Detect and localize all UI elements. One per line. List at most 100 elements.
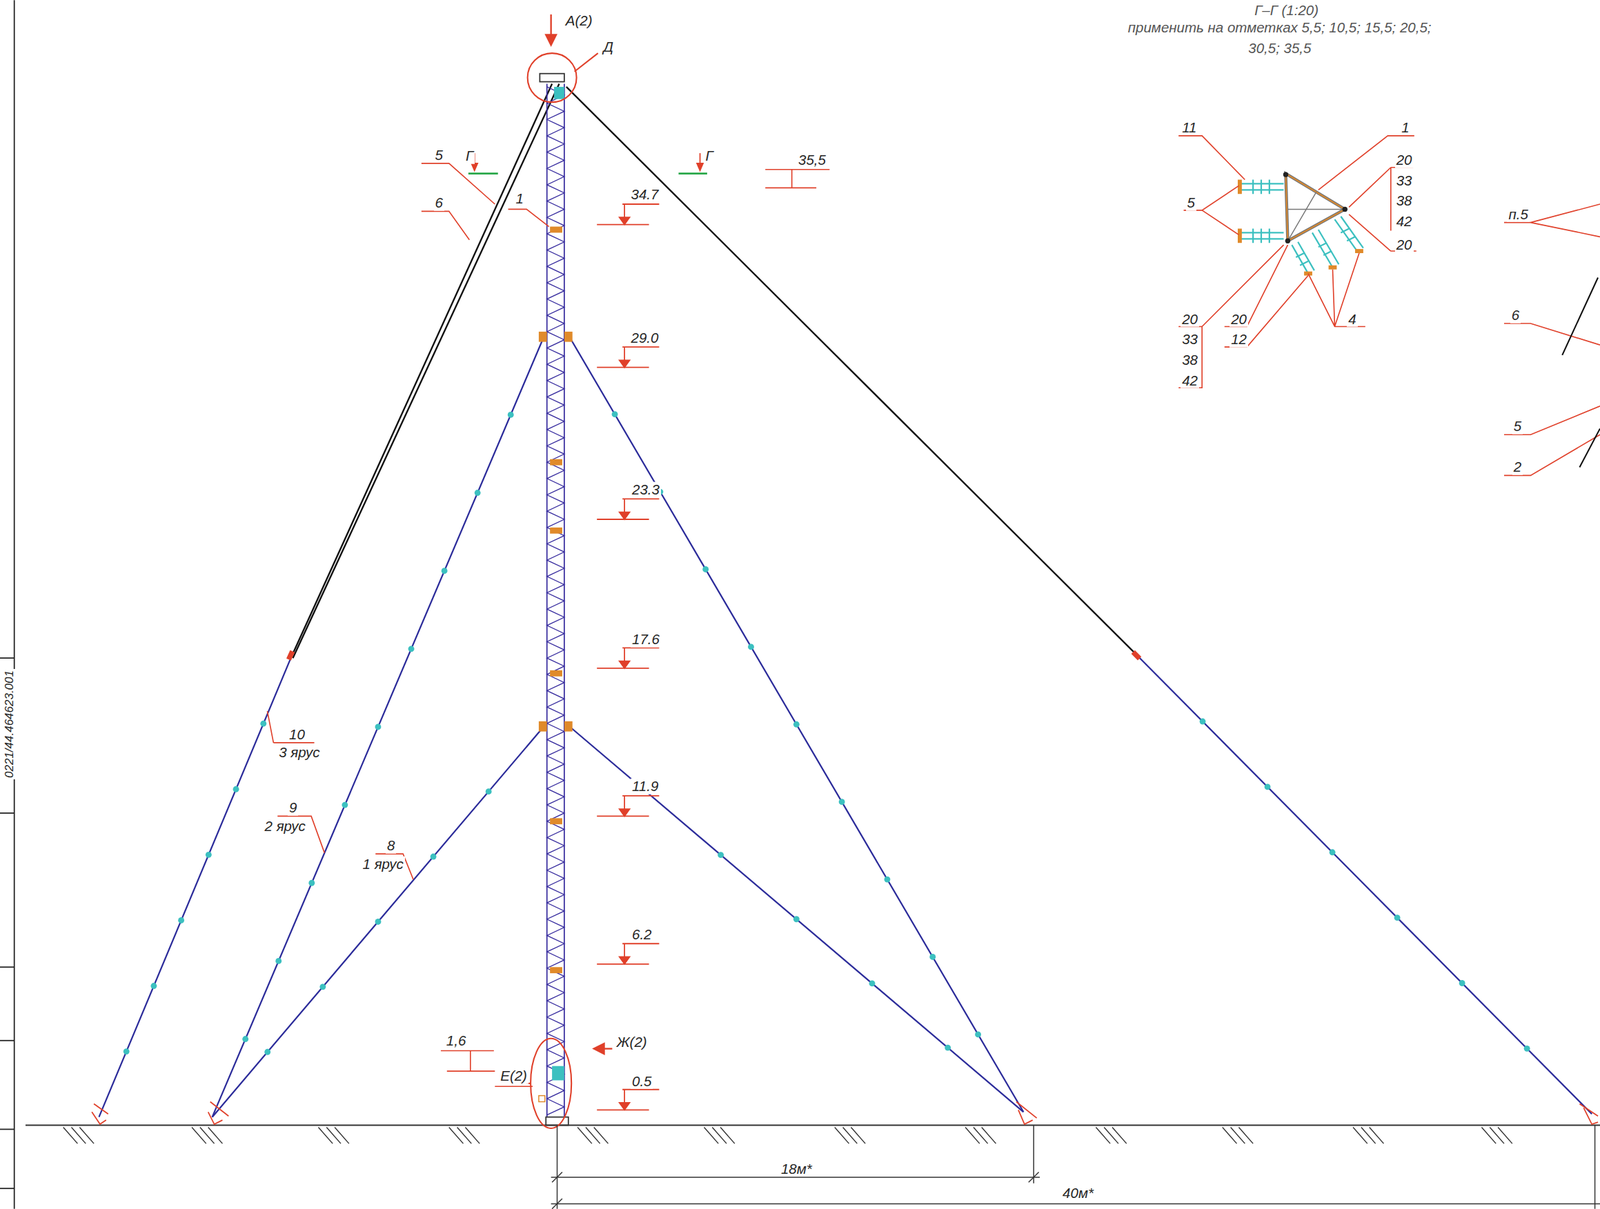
hatch-line	[457, 1127, 472, 1144]
hatch-line	[326, 1127, 341, 1144]
level-mark	[596, 498, 659, 520]
hatch-line	[208, 1127, 223, 1144]
label: 0221/44.464623.001	[2, 669, 16, 780]
section-marks	[468, 172, 708, 175]
guy-dot	[507, 411, 515, 419]
hatch-line	[1238, 1127, 1253, 1144]
label: 4	[1346, 311, 1358, 328]
hatch-line	[318, 1127, 333, 1144]
hatch-line	[843, 1127, 858, 1144]
label: 5	[433, 147, 445, 164]
label: 6	[433, 195, 445, 212]
hatch-line	[63, 1127, 78, 1144]
hatch-line	[1489, 1127, 1505, 1144]
guy-dot	[793, 916, 800, 923]
hatch-line	[973, 1127, 989, 1144]
hatch-line	[577, 1127, 592, 1144]
hatch-line	[585, 1127, 601, 1144]
level-arrow	[619, 661, 630, 669]
label: 18м*	[779, 1161, 814, 1178]
label: 40м*	[1061, 1186, 1095, 1202]
hatch-line	[71, 1127, 87, 1144]
level-arrow	[619, 956, 630, 964]
label: 1 ярус	[361, 856, 406, 873]
frame	[0, 0, 15, 1209]
hatch-line	[465, 1127, 480, 1144]
level-arrow	[619, 217, 630, 225]
label: 29.0	[629, 329, 661, 346]
guy-dot	[1264, 783, 1271, 790]
label: 20	[1395, 152, 1414, 169]
guy-dot	[260, 721, 267, 728]
label: Ж(2)	[615, 1034, 649, 1051]
guy-dot	[275, 958, 282, 965]
guy-dot	[233, 786, 240, 793]
guy-dot	[341, 802, 348, 809]
guy-dot	[264, 1049, 271, 1056]
guys-black	[291, 83, 1139, 659]
label: 8	[385, 838, 397, 855]
label: 42	[1395, 213, 1414, 230]
label: 33	[1180, 331, 1200, 348]
hatch-line	[1095, 1127, 1111, 1144]
hatch-line	[981, 1127, 997, 1144]
label: 0.5	[630, 1073, 654, 1090]
level-mark	[596, 204, 659, 225]
guy-dot	[974, 1031, 982, 1038]
guy-dot	[474, 489, 481, 497]
view-arrows	[545, 14, 612, 1055]
label: 34.7	[629, 186, 661, 203]
guy-dot	[944, 1045, 951, 1052]
hatch-line	[712, 1127, 727, 1144]
label: применить на отметках 5,5; 10,5; 15,5; 2…	[1126, 20, 1434, 36]
label: 3 ярус	[277, 745, 321, 762]
guy-dot	[1199, 718, 1207, 726]
level-arrow	[619, 1103, 630, 1111]
label: 23.3	[630, 482, 661, 499]
hatch-line	[79, 1127, 94, 1144]
guy-dot	[308, 880, 315, 887]
label: 9	[287, 800, 299, 817]
guy-dot	[793, 721, 800, 728]
guy-dot	[375, 919, 382, 926]
label: Г	[703, 148, 715, 165]
level-mark	[596, 347, 659, 368]
label: 35,5	[796, 152, 828, 169]
hatch-line	[1103, 1127, 1119, 1144]
label: п.5	[1506, 206, 1529, 223]
mast-fittings	[538, 86, 573, 1103]
label: 2 ярус	[263, 818, 308, 835]
hatch-line	[703, 1127, 719, 1144]
level-mark	[596, 796, 659, 817]
right-fragment	[1504, 204, 1600, 476]
section-detail	[1178, 135, 1417, 388]
guy-dot	[702, 566, 709, 573]
label: 6	[1510, 307, 1521, 324]
hatch-line	[834, 1127, 850, 1144]
guy-dot	[838, 798, 846, 806]
label: Е(2)	[498, 1068, 529, 1085]
hatch-line	[1112, 1127, 1127, 1144]
label: 42	[1180, 372, 1200, 389]
ground-hatch	[63, 1127, 1513, 1144]
section-arrows	[471, 153, 704, 171]
label: Д	[602, 39, 615, 56]
mast	[539, 73, 568, 1127]
hatch-line	[1497, 1127, 1513, 1144]
guy-dot	[869, 980, 876, 987]
label: 17.6	[630, 631, 661, 648]
guy-dot	[242, 1036, 249, 1043]
label: А(2)	[564, 12, 595, 29]
label: 11	[1180, 120, 1198, 136]
hatch-line	[1481, 1127, 1496, 1144]
section-title: Г–Г (1:20)	[1252, 2, 1320, 19]
label: 1	[1399, 120, 1411, 136]
guy-dot	[747, 643, 755, 650]
guy-dot	[375, 724, 382, 731]
hatch-line	[1369, 1127, 1385, 1144]
guy-dot	[884, 876, 891, 884]
dimensions	[551, 1126, 1600, 1209]
guy-dot	[485, 788, 492, 795]
label: 6.2	[630, 926, 654, 943]
label: 33	[1395, 172, 1414, 189]
